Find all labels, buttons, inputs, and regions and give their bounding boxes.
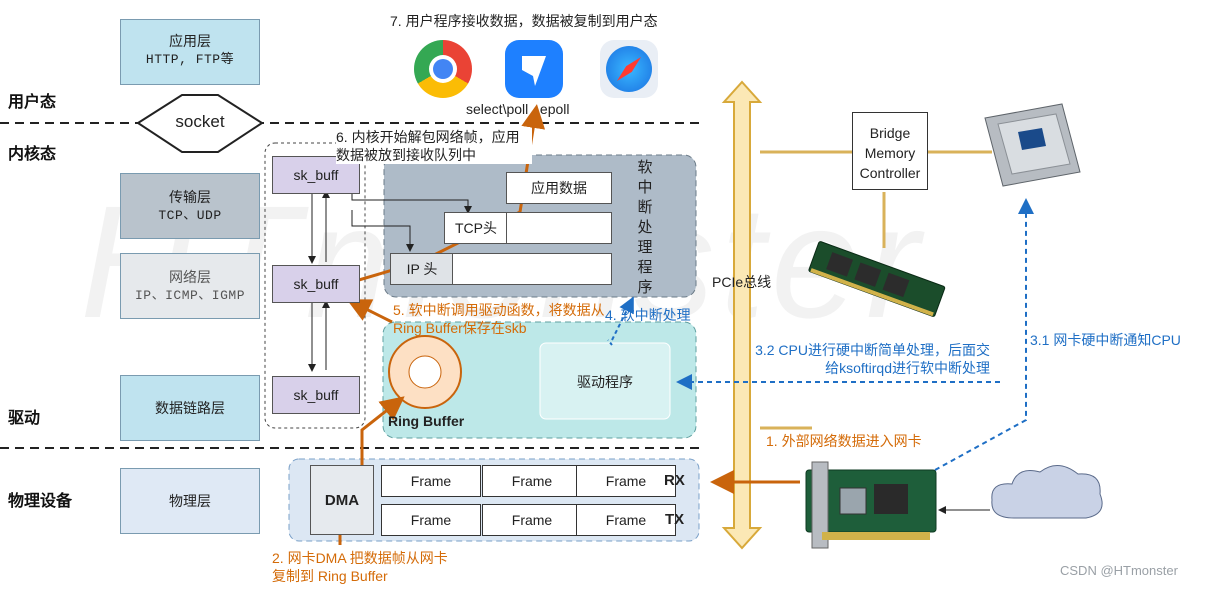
app-data-cell: 应用数据 (506, 172, 612, 204)
rx-frame-1: Frame (381, 465, 481, 497)
step2-label: 2. 网卡DMA 把数据帧从网卡复制到 Ring Buffer (272, 550, 448, 584)
nic-to-cpu-arrow (934, 198, 1034, 471)
softirq-handler-label: 软中断处理程序 (637, 159, 653, 296)
socket-label: socket (160, 112, 240, 132)
ip-header-cell: IP 头 (390, 253, 454, 285)
ip-payload-cell (452, 253, 612, 285)
memory-module-image (808, 241, 946, 317)
app-layer-name: 应用层 (169, 33, 211, 49)
physical-layer: 物理层 (120, 468, 260, 534)
poll-label: select\poll epoll (466, 101, 570, 117)
network-layer-protocols: IP、ICMP、IGMP (134, 287, 245, 303)
nic-card-image (805, 461, 937, 549)
ring-to-skb-arrow (346, 299, 393, 324)
skbuff-middle: sk_buff (272, 265, 360, 303)
skbuff-top: sk_buff (272, 156, 360, 194)
region-kernel: 内核态 (8, 146, 57, 163)
region-physical: 物理设备 (8, 493, 73, 510)
bridge-box: Bridge Memory Controller (852, 112, 928, 190)
tx-frame-2: Frame (482, 504, 582, 536)
step32-label: 3.2 CPU进行硬中断简单处理，后面交给ksoftirqd进行软中断处理 (755, 342, 990, 376)
network-layer: 网络层 IP、ICMP、IGMP (120, 253, 260, 319)
tcp-payload-cell (506, 212, 612, 244)
tx-label: TX (665, 511, 685, 528)
pcie-label: PCIe总线 (712, 274, 772, 290)
feishu-icon (505, 40, 563, 98)
step7-label: 7. 用户程序接收数据，数据被复制到用户态 (390, 13, 658, 29)
step4-label: 4. 软中断处理 (605, 307, 691, 323)
skbuff-container (264, 142, 366, 429)
pcie-bus (721, 80, 763, 550)
region-driver: 驱动 (8, 410, 41, 427)
step31-label: 3.1 网卡硬中断通知CPU (1030, 332, 1181, 348)
rx-frame-2: Frame (482, 465, 582, 497)
csdn-watermark: CSDN @HTmonster (1060, 563, 1178, 578)
datalink-layer: 数据链路层 (120, 375, 260, 441)
network-layer-name: 网络层 (169, 269, 211, 285)
step5-label: 5. 软中断调用驱动函数，将数据从Ring Buffer保存在skb (393, 302, 605, 336)
driver-program-label: 驱动程序 (577, 374, 633, 390)
transport-layer-name: 传输层 (169, 189, 211, 205)
region-user: 用户态 (8, 94, 57, 111)
tx-frame-1: Frame (381, 504, 481, 536)
app-layer-protocols: HTTP, FTP等 (145, 51, 235, 67)
chrome-icon (414, 40, 472, 98)
transport-layer: 传输层 TCP、UDP (120, 173, 260, 239)
tx-frame-3: Frame (576, 504, 676, 536)
step1-label: 1. 外部网络数据进入网卡 (766, 433, 922, 449)
driver-program-box (539, 342, 671, 420)
transport-layer-protocols: TCP、UDP (158, 207, 222, 223)
internet-cloud (991, 465, 1103, 519)
step6-label: 6. 内核开始解包网络帧，应用数据被放到接收队列中 (336, 128, 532, 164)
driver-to-softirq-arrow (611, 296, 634, 341)
dma-box: DMA (310, 465, 374, 535)
tcp-header-cell: TCP头 (444, 212, 508, 244)
ring-buffer-label: Ring Buffer (388, 413, 465, 429)
cpu-chip-image (984, 103, 1081, 187)
safari-icon (600, 40, 658, 98)
rx-frame-3: Frame (576, 465, 676, 497)
app-layer: 应用层 HTTP, FTP等 (120, 19, 260, 85)
rx-label: RX (664, 472, 685, 489)
skbuff-bottom: sk_buff (272, 376, 360, 414)
